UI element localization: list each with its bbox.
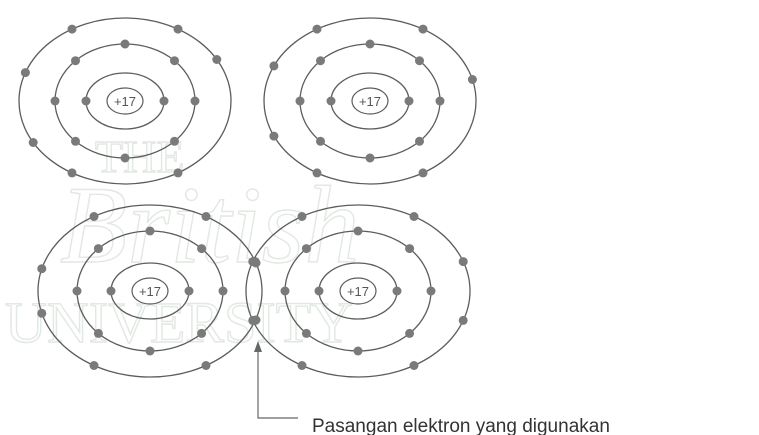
- electron: [145, 226, 155, 236]
- electron: [170, 136, 179, 146]
- electron: [353, 226, 363, 236]
- nucleus-label: +17: [139, 284, 161, 299]
- electron: [120, 39, 130, 49]
- electron: [93, 328, 103, 338]
- electron: [458, 257, 468, 267]
- electron: [405, 328, 415, 338]
- electron: [218, 286, 228, 296]
- electron: [316, 56, 325, 66]
- chlorine-atom-top-left: +17: [18, 17, 232, 185]
- electron: [145, 346, 155, 356]
- electron: [201, 361, 211, 370]
- electron: [405, 244, 415, 254]
- electron: [71, 56, 80, 66]
- electron: [89, 212, 99, 221]
- electrons: [37, 212, 260, 370]
- outer-shell: [37, 204, 263, 378]
- electron: [173, 168, 183, 178]
- electron: [301, 328, 311, 338]
- watermark-line2: British: [60, 164, 360, 286]
- electron: [418, 24, 428, 34]
- electron: [409, 361, 419, 370]
- electron: [50, 96, 60, 106]
- electron: [365, 153, 375, 163]
- electron: [20, 68, 30, 78]
- watermark-line3: UNIVERSITY: [5, 290, 353, 355]
- electron: [67, 24, 77, 34]
- nucleus: [131, 277, 169, 305]
- electron: [415, 136, 424, 146]
- electron: [120, 153, 130, 163]
- electron: [197, 328, 207, 338]
- electron: [353, 346, 363, 356]
- nucleus-label: +17: [114, 94, 136, 109]
- pointer-arrowhead: [254, 341, 262, 352]
- electron: [409, 212, 419, 221]
- electron: [37, 308, 47, 318]
- electron: [269, 61, 279, 71]
- electrons: [269, 24, 477, 178]
- electron: [426, 286, 436, 296]
- outer-shell: [263, 17, 477, 185]
- electron: [295, 96, 305, 106]
- electron: [93, 244, 103, 254]
- shared-electron-pair: [251, 258, 261, 325]
- electron: [28, 138, 38, 147]
- electron: [37, 264, 47, 274]
- electron: [316, 136, 325, 146]
- electron: [71, 136, 80, 146]
- electron: [312, 168, 322, 178]
- chlorine-atom-bottom-right: +17: [245, 204, 471, 378]
- electron: [458, 315, 468, 325]
- nucleus: [351, 87, 389, 115]
- electron: [301, 244, 311, 254]
- electron: [392, 286, 402, 296]
- outer-shell: [245, 204, 471, 378]
- electron: [297, 361, 307, 370]
- electron: [67, 168, 77, 178]
- electron: [81, 96, 91, 106]
- electrons: [20, 24, 222, 178]
- electrons: [248, 212, 468, 370]
- electron: [435, 96, 445, 106]
- electron: [159, 96, 169, 106]
- watermark: THE British UNIVERSITY: [4, 130, 360, 355]
- electron: [197, 244, 207, 254]
- shared-pair-caption: Pasangan elektron yang digunakan: [312, 416, 610, 435]
- electron: [467, 75, 477, 84]
- electron: [184, 286, 194, 296]
- shared-electron: [251, 258, 261, 268]
- electron: [418, 168, 428, 178]
- electron: [190, 96, 200, 106]
- electron: [106, 286, 116, 296]
- electron: [326, 96, 336, 106]
- nucleus-label: +17: [359, 94, 381, 109]
- nucleus-label: +17: [347, 284, 369, 299]
- electron: [212, 55, 222, 64]
- electron: [269, 131, 279, 141]
- electron: [314, 286, 324, 296]
- electron: [404, 96, 414, 106]
- electron: [173, 24, 183, 34]
- shared-electron: [251, 315, 261, 325]
- nucleus: [106, 87, 144, 115]
- electron: [89, 361, 99, 370]
- electron: [415, 56, 424, 66]
- electron: [72, 286, 82, 296]
- electron: [297, 212, 307, 221]
- electron: [170, 56, 179, 66]
- chlorine-atom-bottom-left: +17: [37, 204, 263, 378]
- electron: [201, 212, 211, 221]
- outer-shell: [18, 17, 232, 185]
- electron: [280, 286, 290, 296]
- nucleus: [339, 277, 377, 305]
- electron: [312, 24, 322, 34]
- pointer-line: [257, 345, 298, 419]
- chlorine-atom-top-right: +17: [263, 17, 477, 185]
- electron: [365, 39, 375, 49]
